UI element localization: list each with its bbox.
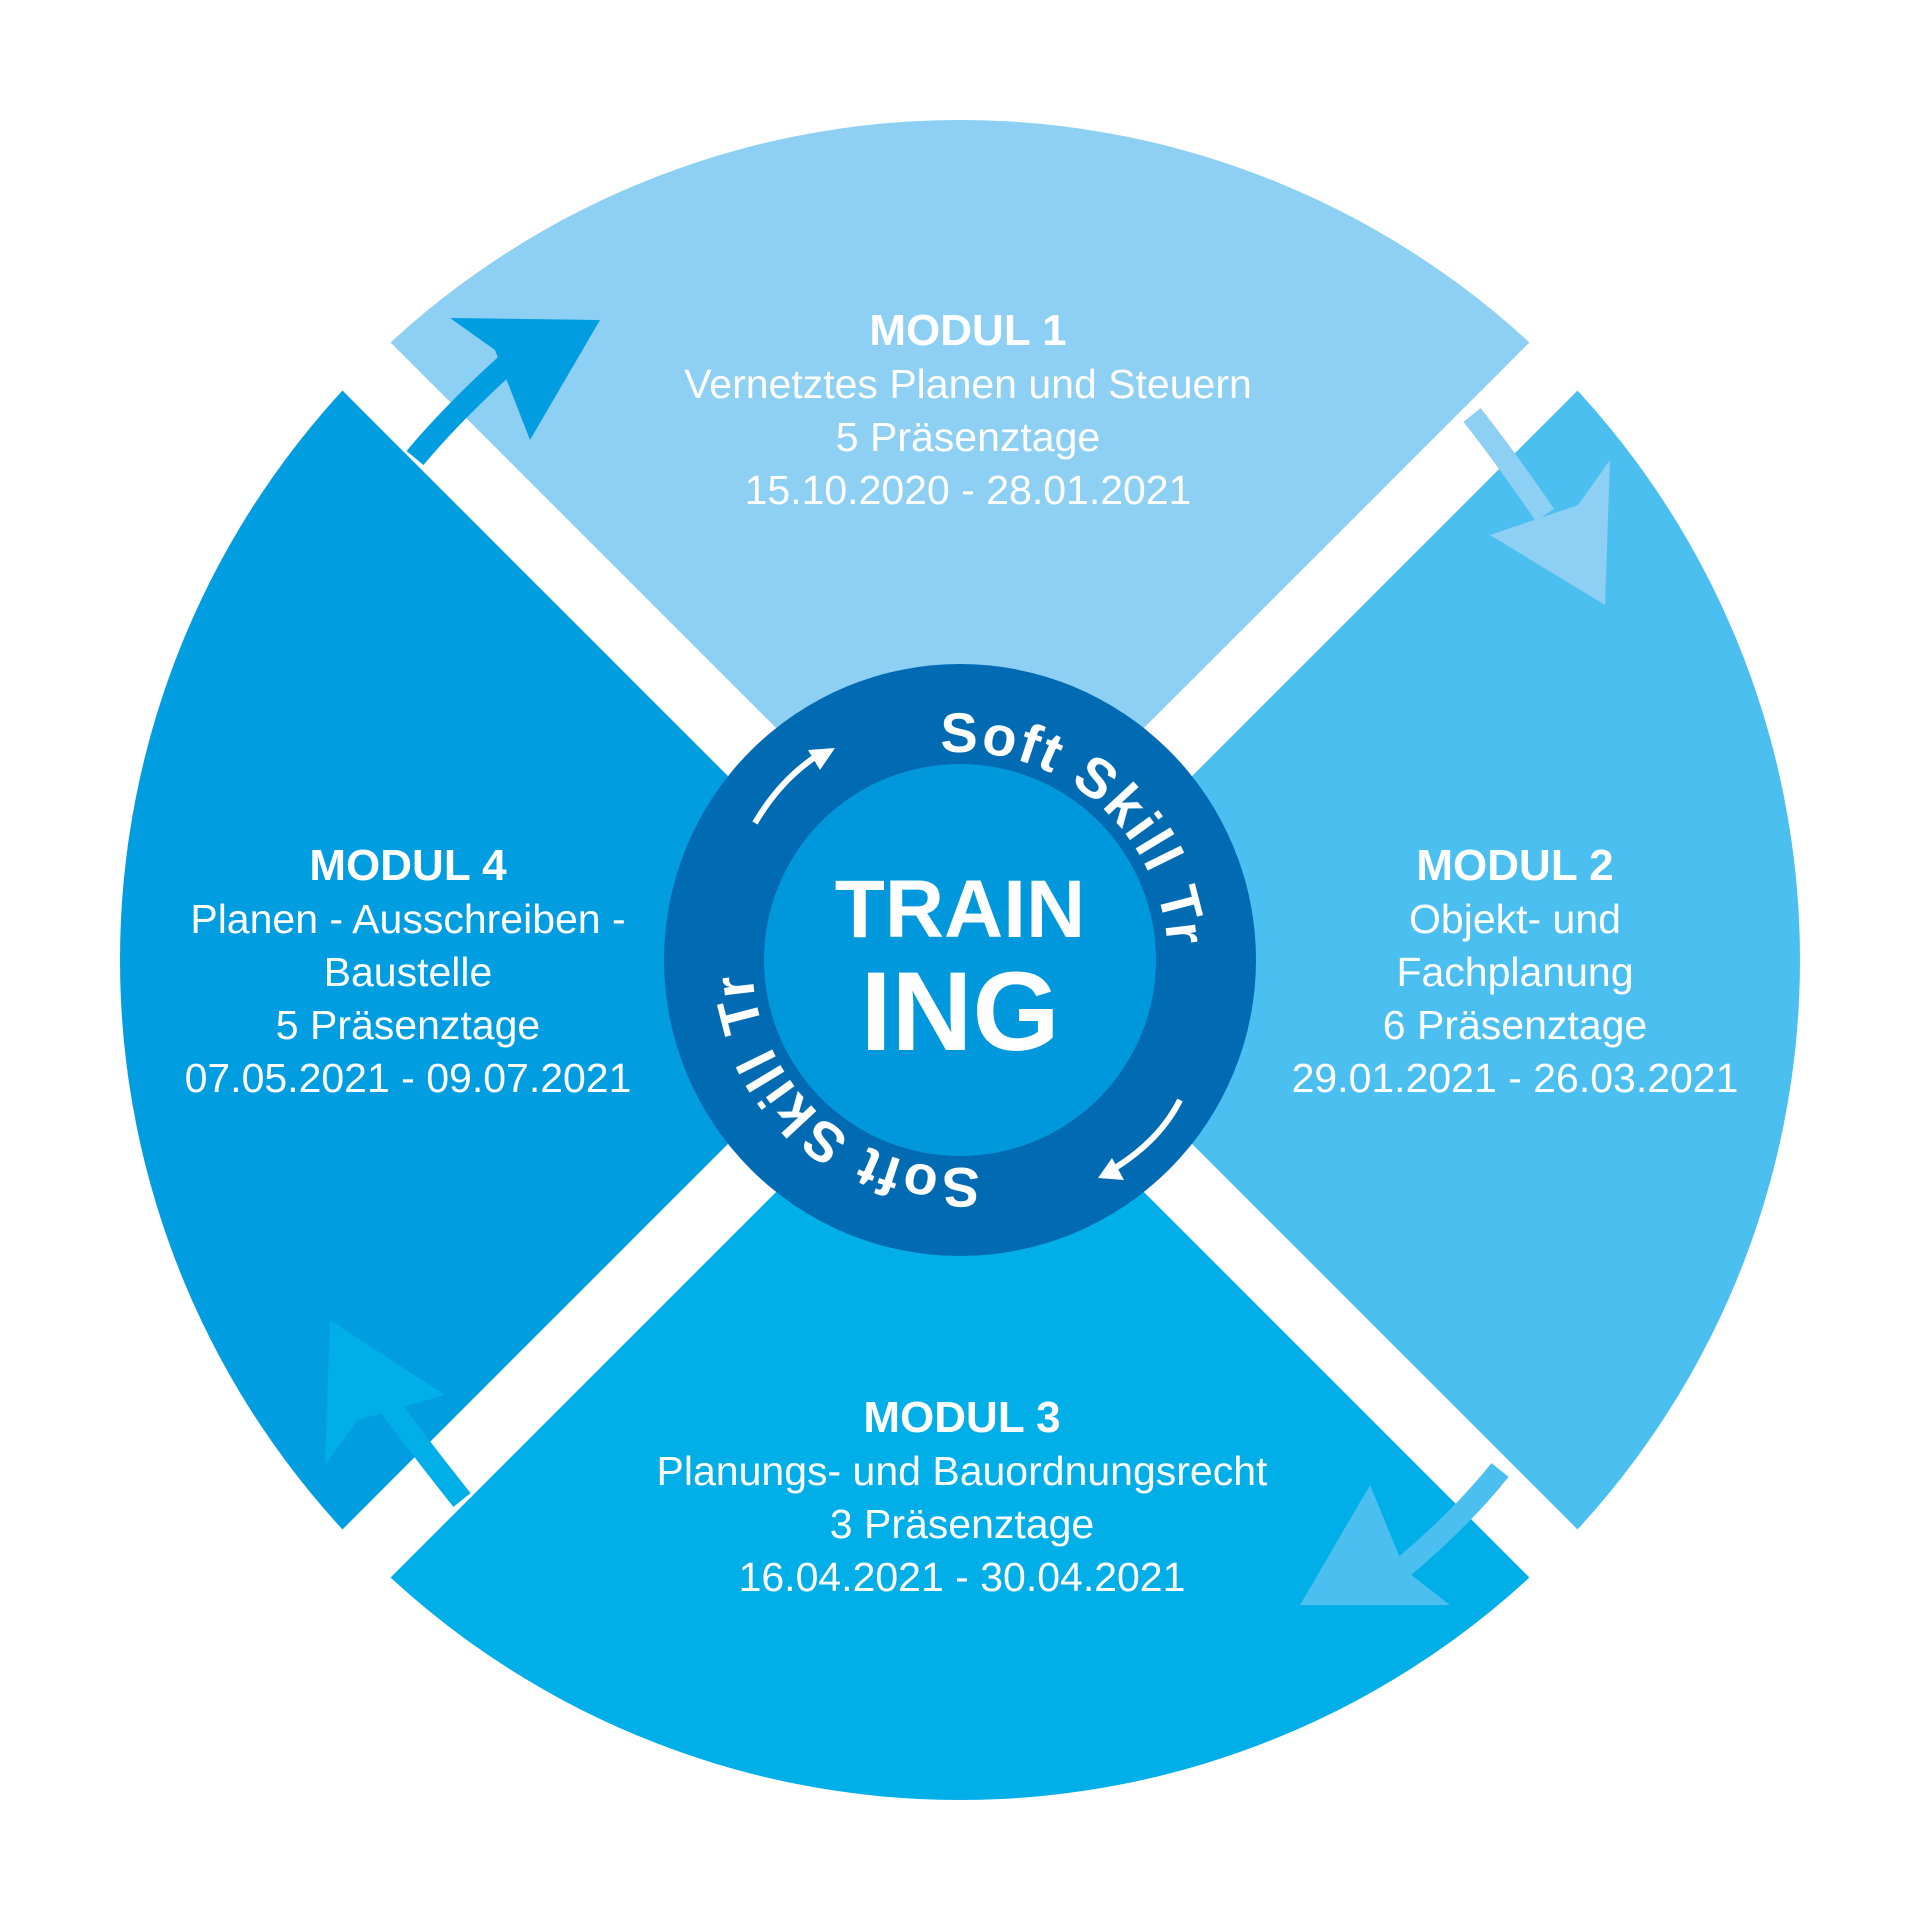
modul-4-line-4: 07.05.2021 - 09.07.2021	[185, 1055, 632, 1101]
center-title-line-1: TRAIN	[835, 864, 1086, 955]
arrow-1-to-2	[1463, 408, 1610, 605]
modul-1-line-1: Vernetztes Planen und Steuern	[684, 361, 1252, 407]
arrow-3-to-4	[325, 1320, 471, 1507]
modul-4-line-1: Planen - Ausschreiben -	[190, 896, 625, 942]
modul-3-title: MODUL 3	[863, 1393, 1060, 1442]
modul-2-line-3: 6 Präsenztage	[1383, 1002, 1647, 1048]
modul-1-title: MODUL 1	[869, 306, 1066, 355]
modul-3-line-1: Planungs- und Bauordnungsrecht	[657, 1448, 1268, 1494]
ring-arrow-top-left	[752, 752, 820, 825]
modul-4-title: MODUL 4	[309, 841, 507, 890]
center-title-line-2: ING	[860, 949, 1059, 1074]
modul-2-line-1: Objekt- und	[1409, 896, 1621, 942]
modul-1-line-2: 5 Präsenztage	[836, 414, 1100, 460]
modul-2-line-2: Fachplanung	[1396, 949, 1633, 995]
modul-1-line-3: 15.10.2020 - 28.01.2021	[745, 467, 1192, 513]
modul-3-line-2: 3 Präsenztage	[830, 1501, 1094, 1547]
modul-4-line-3: 5 Präsenztage	[276, 1002, 540, 1048]
modul-4-line-2: Baustelle	[324, 949, 493, 995]
modul-4-label: MODUL 4 Planen - Ausschreiben - Baustell…	[185, 841, 632, 1101]
arrow-4-to-1	[406, 318, 600, 466]
modul-3-label: MODUL 3 Planungs- und Bauordnungsrecht 3…	[657, 1393, 1268, 1600]
ring-arrow-bottom-right	[1113, 1098, 1183, 1171]
ring-arrows	[752, 748, 1183, 1180]
modul-2-label: MODUL 2 Objekt- und Fachplanung 6 Präsen…	[1292, 841, 1739, 1101]
arrow-2-to-3	[1300, 1463, 1509, 1605]
modul-2-title: MODUL 2	[1416, 841, 1613, 890]
center-circle	[764, 764, 1156, 1156]
transition-arrows	[325, 318, 1610, 1605]
modul-2-line-4: 29.01.2021 - 26.03.2021	[1292, 1055, 1739, 1101]
modul-1-label: MODUL 1 Vernetztes Planen und Steuern 5 …	[684, 306, 1252, 513]
modul-3-line-3: 16.04.2021 - 30.04.2021	[739, 1554, 1186, 1600]
